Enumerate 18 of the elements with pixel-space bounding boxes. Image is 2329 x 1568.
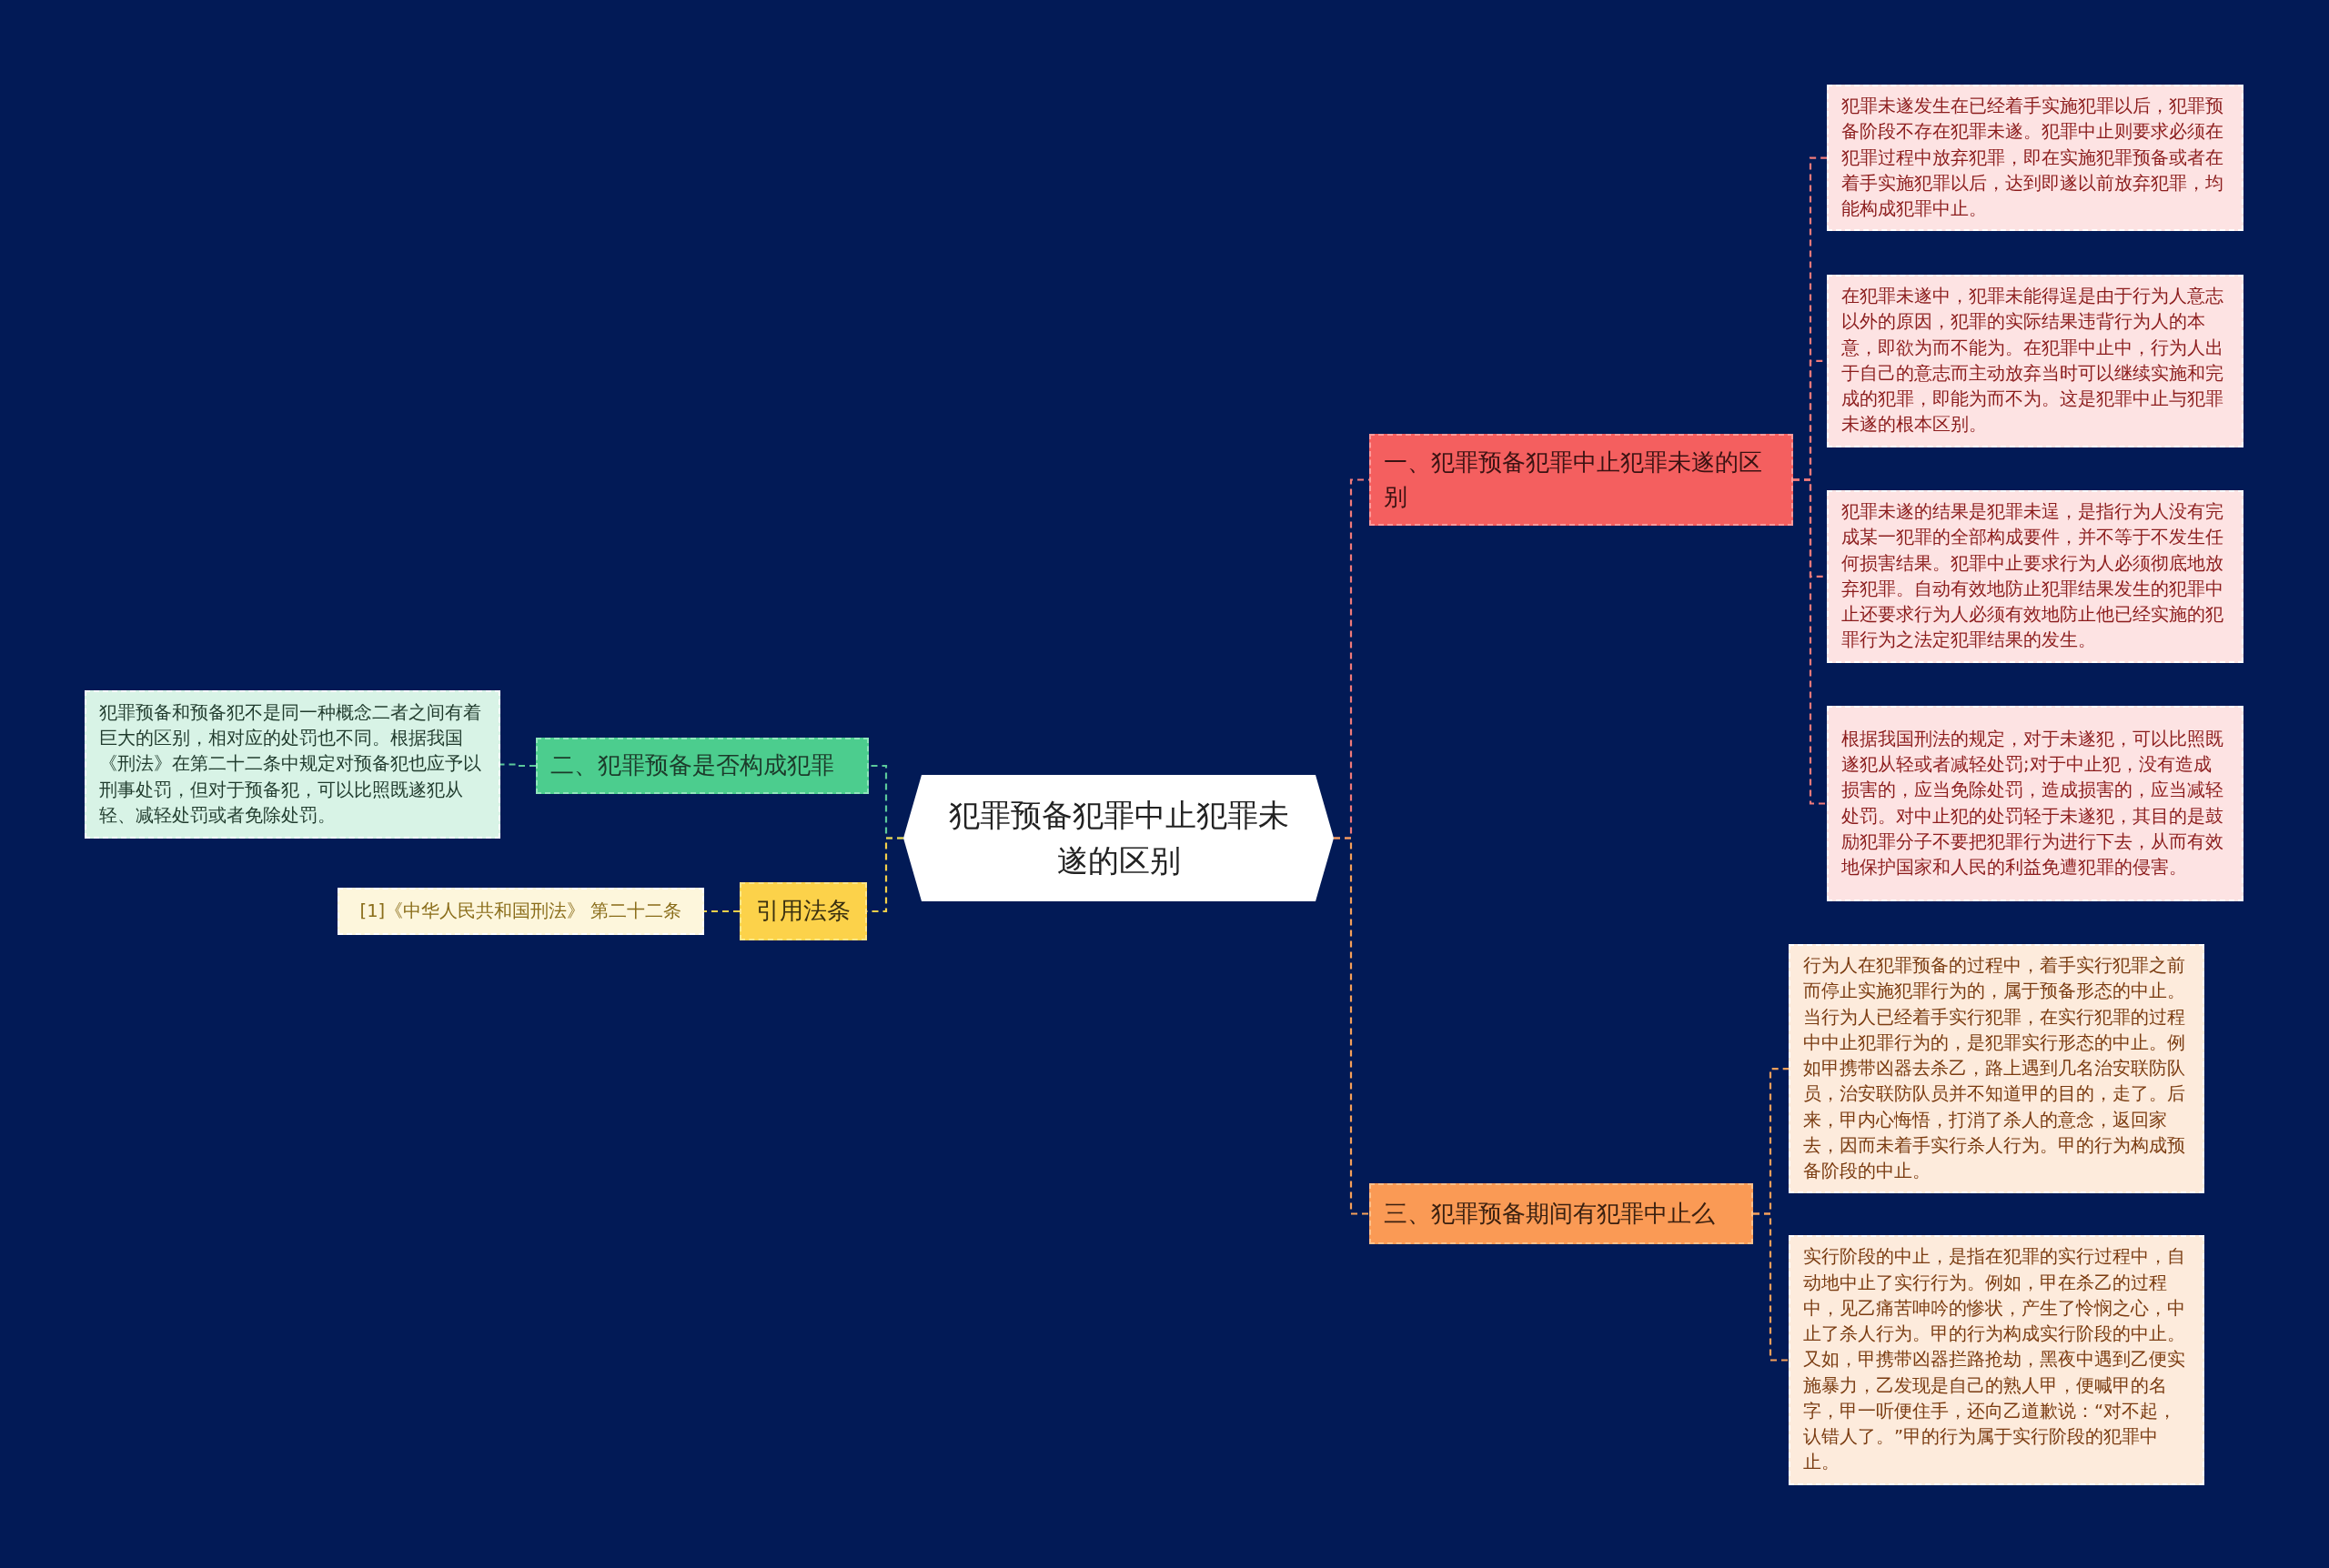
branch-topic: 三、犯罪预备期间有犯罪中止么 bbox=[1369, 1183, 1753, 1244]
connector-line bbox=[1334, 837, 1369, 1215]
note-text: 犯罪预备和预备犯不是同一种概念二者之间有着巨大的区别，相对应的处罚也不同。根据我国《刑法》在第二十二条中规定对预备犯也应予以刑事处罚，但对于预备犯，可以比照既遂犯从轻、减轻处罚或者免除处罚。 bbox=[85, 690, 500, 839]
note-text: 犯罪未遂的结果是犯罪未逞，是指行为人没有完成某一犯罪的全部构成要件，并不等于不发生任何损害结果。犯罪中止要求行为人必须彻底地放弃犯罪。自动有效地防止犯罪结果发生的犯罪中止还要求行为人必须有效地防止他已经实施的犯罪行为之法定犯罪结果的发生。 bbox=[1827, 490, 2243, 663]
note-text: 根据我国刑法的规定，对于未遂犯，可以比照既遂犯从轻或者减轻处罚;对于中止犯，没有造成损害的，应当免除处罚，造成损害的，应当减轻处罚。对中止犯的处罚轻于未遂犯，其目的是鼓励犯罪分子不要把犯罪行为进行下去，从而有效地保护国家和人民的利益免遭犯罪的侵害。 bbox=[1827, 706, 2243, 901]
note-text: 实行阶段的中止，是指在犯罪的实行过程中，自动地中止了实行行为。例如，甲在杀乙的过程中，见乙痛苦呻吟的惨状，产生了怜悯之心，中止了杀人行为。甲的行为构成实行阶段的中止。又如，甲携带凶器拦路抢劫，黑夜中遇到乙便实施暴力，乙发现是自己的熟人甲，便喊甲的名字，甲一听便住手，还向乙道歉说：“对不起，认错人了。”甲的行为属于实行阶段的犯罪中止。 bbox=[1789, 1235, 2204, 1485]
branch-topic: 二、犯罪预备是否构成犯罪 bbox=[536, 738, 869, 794]
connector-line bbox=[500, 763, 536, 768]
central-topic: 犯罪预备犯罪中止犯罪未遂的区别 bbox=[903, 775, 1334, 901]
branch-topic: 引用法条 bbox=[740, 882, 867, 940]
connector-line bbox=[704, 910, 740, 913]
connector-line bbox=[1753, 1212, 1789, 1362]
citation-text: [1]《中华人民共和国刑法》 第二十二条 bbox=[338, 888, 704, 935]
connector-line bbox=[1793, 478, 1827, 805]
note-text: 在犯罪未遂中，犯罪未能得逞是由于行为人意志以外的原因，犯罪的实际结果违背行为人的本意，即欲为而不能为。在犯罪中止中，行为人出于自己的意志而主动放弃当时可以继续实施和完成的犯罪，即能为而不为。这是犯罪中止与犯罪未遂的根本区别。 bbox=[1827, 275, 2243, 447]
note-text: 行为人在犯罪预备的过程中，着手实行犯罪之前而停止实施犯罪行为的，属于预备形态的中止。当行为人已经着手实行犯罪，在实行犯罪的过程中中止犯罪行为的，是犯罪实行形态的中止。例如甲携带凶器去杀乙，路上遇到几名治安联防队员，治安联防队员并不知道甲的目的，走了。后来，甲内心悔悟，打消了杀人的意念，返回家去，因而未着手实行杀人行为。甲的行为构成预备阶段的中止。 bbox=[1789, 944, 2204, 1194]
branch-topic: 一、犯罪预备犯罪中止犯罪未遂的区别 bbox=[1369, 434, 1793, 526]
note-text: 犯罪未遂发生在已经着手实施犯罪以后，犯罪预备阶段不存在犯罪未遂。犯罪中止则要求必须在犯罪过程中放弃犯罪，即在实施犯罪预备或者在着手实施犯罪以后，达到即遂以前放弃犯罪，均能构成犯罪中止。 bbox=[1827, 85, 2243, 232]
